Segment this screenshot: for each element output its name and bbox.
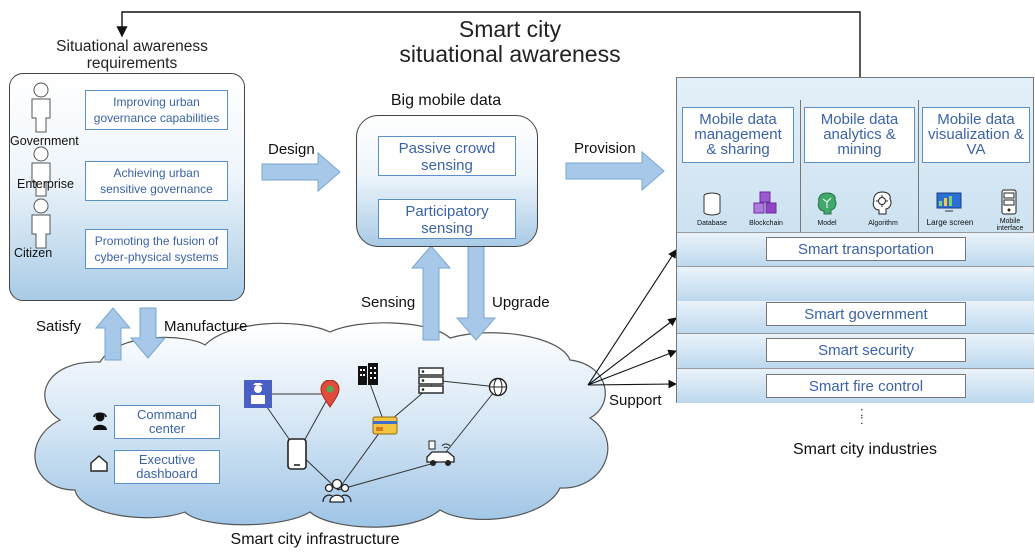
requirement-government-line1: Improving urban xyxy=(113,95,200,109)
column-visualization-line3: VA xyxy=(966,141,986,158)
column-visualization-box: Mobile data visualization & VA xyxy=(922,107,1030,163)
command-center-line2: center xyxy=(148,421,186,436)
manufacture-label: Manufacture xyxy=(164,318,248,335)
design-label: Design xyxy=(268,141,315,158)
requirement-citizen-line2: cyber-physical systems xyxy=(94,250,219,264)
column-visualization-line1: Mobile data xyxy=(937,111,1015,128)
network-links xyxy=(257,377,499,491)
column-management-line2: management xyxy=(694,126,782,143)
database-icon xyxy=(703,192,721,216)
industries-caption: Smart city industries xyxy=(792,441,938,458)
industry-smart-fire-control: Smart fire control xyxy=(766,374,966,398)
industries-ellipsis-line2: : xyxy=(860,412,864,427)
industry-smart-security: Smart security xyxy=(766,338,966,362)
diagram-title: Smart city situational awareness xyxy=(355,17,665,68)
requirement-box-enterprise: Achieving urban sensitive governance xyxy=(85,161,228,201)
blockchain-label: Blockchain xyxy=(749,220,783,227)
mobile-data-title: Big mobile data xyxy=(390,92,502,109)
column-management-line3: & sharing xyxy=(706,141,770,158)
column-divider xyxy=(800,100,801,232)
industries-ellipsis: : : xyxy=(860,404,864,427)
command-center-box: Command center xyxy=(114,405,220,439)
requirements-title-line1: Situational awareness xyxy=(56,38,208,55)
people-group-icon xyxy=(322,478,352,503)
sensing-label: Sensing xyxy=(361,294,416,311)
column-management-box: Mobile data management & sharing xyxy=(682,107,794,163)
executive-dashboard-line2: dashboard xyxy=(136,466,198,481)
requirement-citizen-line1: Promoting the fusion of xyxy=(94,234,219,248)
infrastructure-caption: Smart city infrastructure xyxy=(230,531,400,548)
column-divider xyxy=(918,100,919,232)
column-management-line1: Mobile data xyxy=(699,111,777,128)
participatory-sensing-line2: sensing xyxy=(421,220,473,237)
person-icon xyxy=(31,146,51,197)
location-pin-icon xyxy=(320,380,340,408)
participatory-sensing-line1: Participatory xyxy=(405,203,489,220)
requirement-box-citizen: Promoting the fusion of cyber-physical s… xyxy=(85,229,228,269)
diagram-title-line1: Smart city xyxy=(458,16,562,42)
satisfy-label: Satisfy xyxy=(36,318,82,335)
industry-smart-transportation: Smart transportation xyxy=(766,237,966,261)
role-citizen-label: Citizen xyxy=(14,246,53,260)
building-icon xyxy=(358,363,378,385)
person-icon xyxy=(31,198,51,249)
requirement-enterprise-line2: sensitive governance xyxy=(100,182,213,196)
mobile-interface-label-line2: interface xyxy=(996,225,1024,232)
column-analytics-line3: mining xyxy=(837,141,882,158)
requirement-government-line2: governance capabilities xyxy=(93,111,220,125)
provision-label: Provision xyxy=(574,140,636,157)
model-label: Model xyxy=(817,220,837,227)
column-visualization-line2: visualization & xyxy=(928,126,1024,143)
large-screen-icon xyxy=(936,192,962,212)
payment-card-icon xyxy=(372,416,398,435)
mobile-interface-label: Mobile interface xyxy=(990,218,1030,232)
passive-crowd-sensing-line2: sensing xyxy=(421,157,473,174)
industries-ellipsis-line1: : xyxy=(860,404,864,419)
executive-dashboard-box: Executive dashboard xyxy=(114,450,220,484)
connected-car-icon xyxy=(426,440,455,466)
passive-crowd-sensing-box: Passive crowd sensing xyxy=(378,136,516,176)
mobile-interface-label-line1: Mobile xyxy=(999,218,1021,225)
industry-row xyxy=(677,266,1034,301)
passive-crowd-sensing-line1: Passive crowd xyxy=(398,140,496,157)
home-icon xyxy=(90,455,108,472)
blockchain-icon xyxy=(753,191,777,214)
support-label: Support xyxy=(609,392,662,409)
mobile-interface-icon xyxy=(1001,189,1017,215)
column-analytics-line1: Mobile data xyxy=(820,111,899,128)
requirements-title-line2: requirements xyxy=(86,55,178,72)
model-icon xyxy=(817,192,837,215)
upgrade-label: Upgrade xyxy=(492,294,550,311)
algorithm-label: Algorithm xyxy=(868,220,898,227)
requirement-enterprise-line1: Achieving urban xyxy=(113,166,200,180)
requirement-box-government: Improving urban governance capabilities xyxy=(85,90,228,130)
column-analytics-box: Mobile data analytics & mining xyxy=(804,107,915,163)
support-arrows xyxy=(587,249,678,389)
server-icon xyxy=(418,367,444,394)
police-icon xyxy=(244,380,272,408)
requirements-title: Situational awareness requirements xyxy=(22,38,242,72)
globe-icon xyxy=(488,377,508,397)
executive-dashboard-line1: Executive xyxy=(138,452,196,467)
large-screen-label: Large screen xyxy=(926,218,974,227)
smartphone-icon xyxy=(287,438,307,470)
diagram-title-line2: situational awareness xyxy=(399,41,621,67)
block-arrows xyxy=(94,150,665,361)
command-center-line1: Command xyxy=(137,407,197,422)
role-government-label: Government xyxy=(10,134,79,148)
operator-icon xyxy=(93,412,107,430)
person-icon xyxy=(31,82,51,133)
algorithm-icon xyxy=(872,191,892,215)
industry-smart-government: Smart government xyxy=(766,302,966,326)
column-analytics-line2: analytics & xyxy=(823,126,896,143)
participatory-sensing-box: Participatory sensing xyxy=(378,199,516,239)
role-enterprise-label: Enterprise xyxy=(17,177,74,191)
feedback-loop-arrow xyxy=(116,11,861,82)
database-label: Database xyxy=(697,220,727,227)
